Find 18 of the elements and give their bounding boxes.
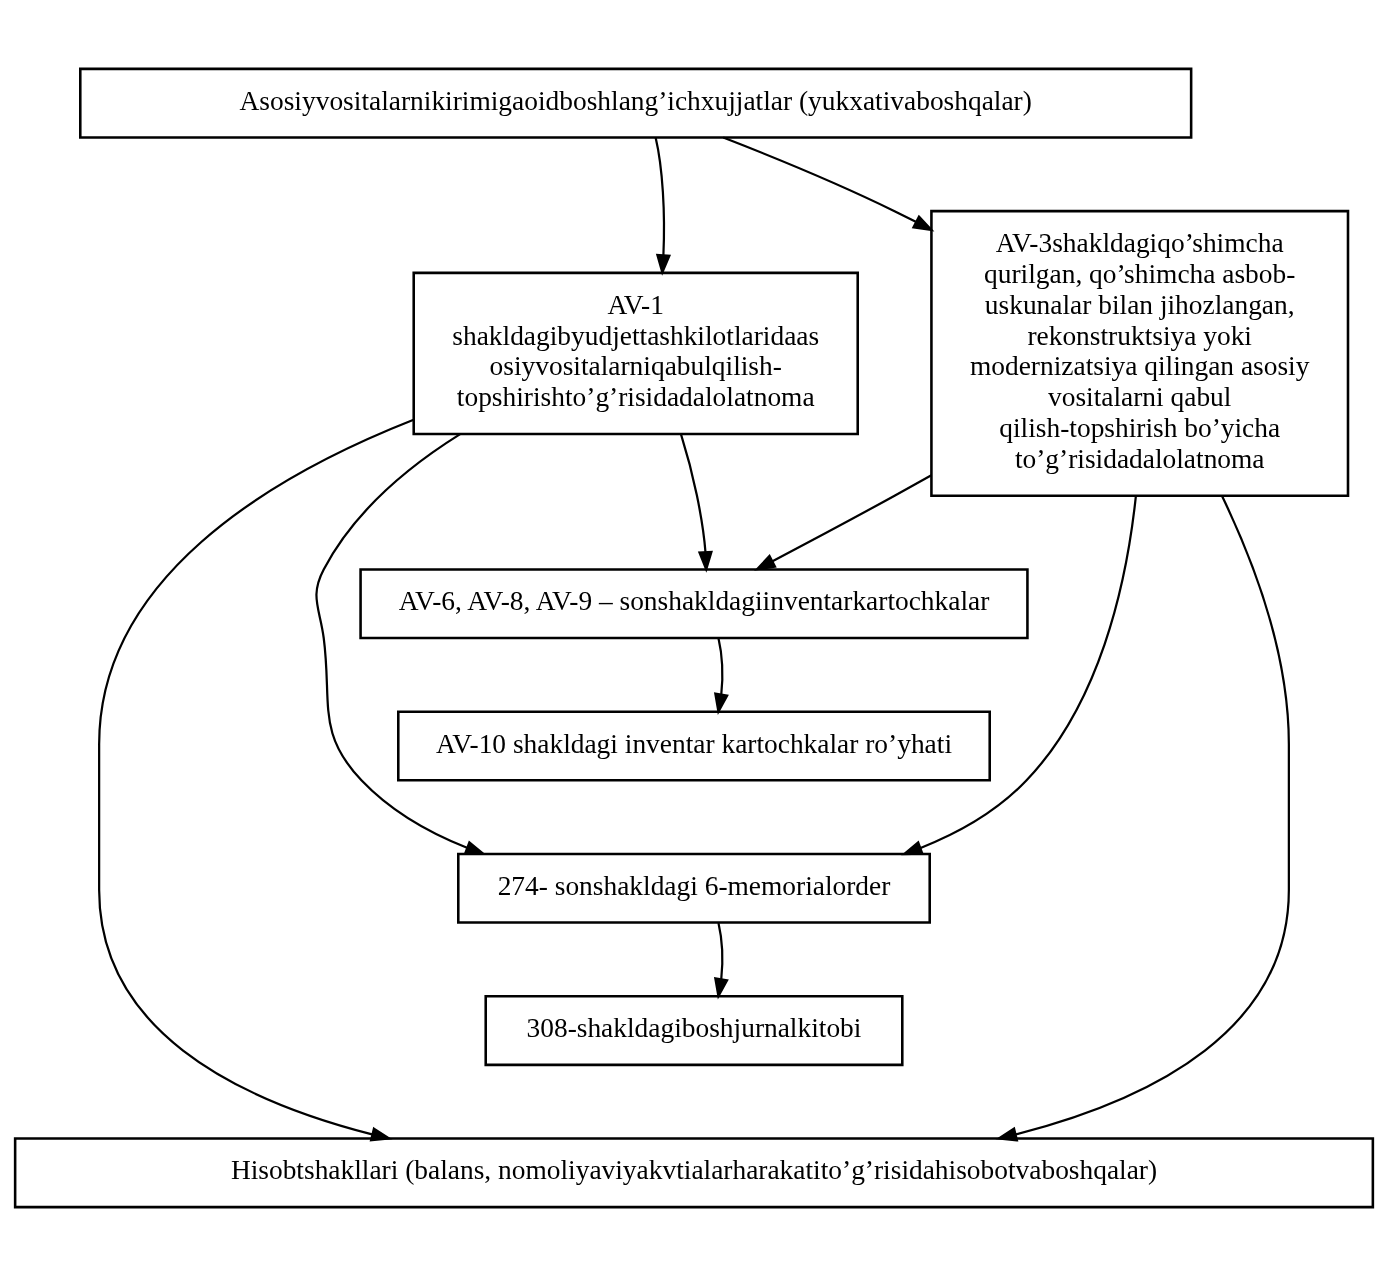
arrow: [713, 637, 729, 715]
node-box: AV-10 shakldagi inventar kartochkalar ro’yhati: [397, 709, 991, 782]
node-box: Asosiyvositalarnikirimigaoidboshlang’ichxujjatlar (yukxativaboshqalar): [79, 67, 1193, 139]
node-box: 274- sonshakldagi 6-memorialorder: [457, 852, 931, 924]
arrow: [754, 473, 932, 571]
arrow: [680, 433, 713, 573]
node-box: Hisobtshakllari (balans, nomoliyaviyakvtialarharakatito’g’risidahisobotvaboshqalar): [13, 1136, 1375, 1208]
node-box: AV-3shakldagiqo’shimcha qurilgan, qo’shimcha asbob- uskunalar bilan jihozlangan, rekonstruktsiya yoki modernizatsiya qilingan asosiy vositalarni qabul qilish-topshirish bo’yicha to’g’risidadalolatnoma: [930, 209, 1350, 497]
arrow: [713, 922, 729, 999]
arrow: [315, 432, 487, 855]
arrow: [722, 135, 935, 231]
arrow: [901, 495, 1137, 855]
arrow: [98, 418, 414, 1142]
node-box: AV-6, AV-8, AV-9 – sonshakldagiinventarkartochkalar: [359, 567, 1029, 639]
node-box: AV-1 shakldagibyudjettashkilotlaridaas osiyvositalarniqabulqilish- topshirishto’g’risidadalolatnoma: [412, 271, 859, 435]
node-box: 308-shakldagiboshjurnalkitobi: [484, 994, 904, 1066]
arrow: [654, 136, 671, 276]
arrow: [995, 494, 1290, 1142]
